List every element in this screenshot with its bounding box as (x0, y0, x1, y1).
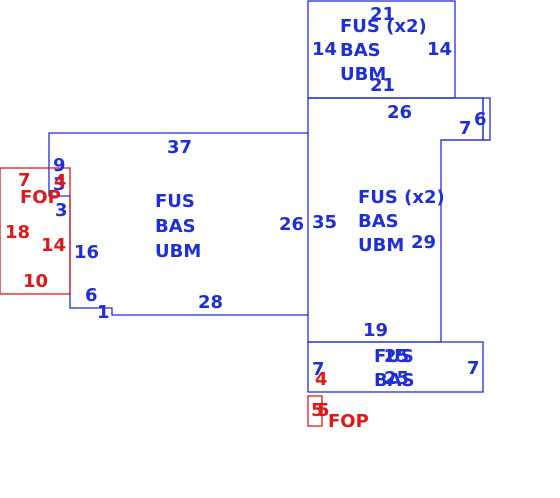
right-main-dim-label: 35 (312, 212, 337, 233)
left-main-dim-label: 28 (198, 292, 223, 313)
right-main-dim-label: 7 (459, 118, 472, 139)
bottom-dim-label: 25 (384, 368, 409, 389)
top-dim-label: 21 (370, 75, 395, 96)
top-dim-label: 21 (370, 4, 395, 25)
left-main-code-label: FUS (155, 191, 195, 212)
bottom-dim-label: 7 (312, 359, 325, 380)
left-main-dim-label: 1 (97, 302, 110, 323)
bottom-fop-dim-label: 5 (311, 400, 324, 421)
right-main-dim-label: 6 (474, 109, 487, 130)
left-fop-dim-label: 4 (54, 171, 67, 192)
left-main-dim-label: 3 (53, 174, 66, 195)
right-main-dim-label: 19 (363, 320, 388, 341)
left-main-dim-label: 9 (53, 155, 66, 176)
bottom-fop-dim-label: 4 (315, 369, 328, 390)
left-main-code-label: BAS (155, 216, 196, 237)
left-main-dim-label: 16 (74, 242, 99, 263)
bottom-fop-code-label: FOP (328, 411, 369, 432)
left-main-code-label: UBM (155, 241, 201, 262)
bottom-fop-dim-label: 5 (317, 400, 330, 421)
top-code-label: FUS (x2) (340, 16, 427, 37)
bottom-code-label: FUS (374, 346, 414, 367)
right-main-dim-label: 26 (387, 102, 412, 123)
left-main-dim-label: 3 (55, 200, 68, 221)
bottom-code-label: BAS (374, 370, 415, 391)
top-dim-label: 14 (427, 39, 452, 60)
right-main-code-label: BAS (358, 211, 399, 232)
bottom-dim-label: 25 (384, 346, 409, 367)
bottom-dim-label: 7 (467, 358, 480, 379)
left-fop-outline (0, 167, 71, 295)
left-main-dim-label: 37 (167, 137, 192, 158)
right-main-code-label: FUS (x2) (358, 187, 445, 208)
left-main-dim-label: 6 (85, 285, 98, 306)
top-code-label: UBM (340, 64, 386, 85)
top-code-label: BAS (340, 40, 381, 61)
left-fop-dim-label: 7 (18, 170, 31, 191)
left-fop-dim-label: 10 (23, 271, 48, 292)
left-fop-code-label: FOP (20, 187, 61, 208)
left-fop-dim-label: 18 (5, 222, 30, 243)
left-fop-dim-label: 14 (41, 235, 66, 256)
right-main-code-label: UBM (358, 235, 404, 256)
bottom-section-outline (307, 341, 484, 393)
right-main-notch-edge (483, 97, 491, 141)
right-main-notch (308, 97, 484, 141)
left-main-dim-label: 26 (279, 214, 304, 235)
top-dim-label: 14 (312, 39, 337, 60)
bottom-fop-outline (307, 395, 323, 427)
right-main-dim-label: 29 (411, 232, 436, 253)
